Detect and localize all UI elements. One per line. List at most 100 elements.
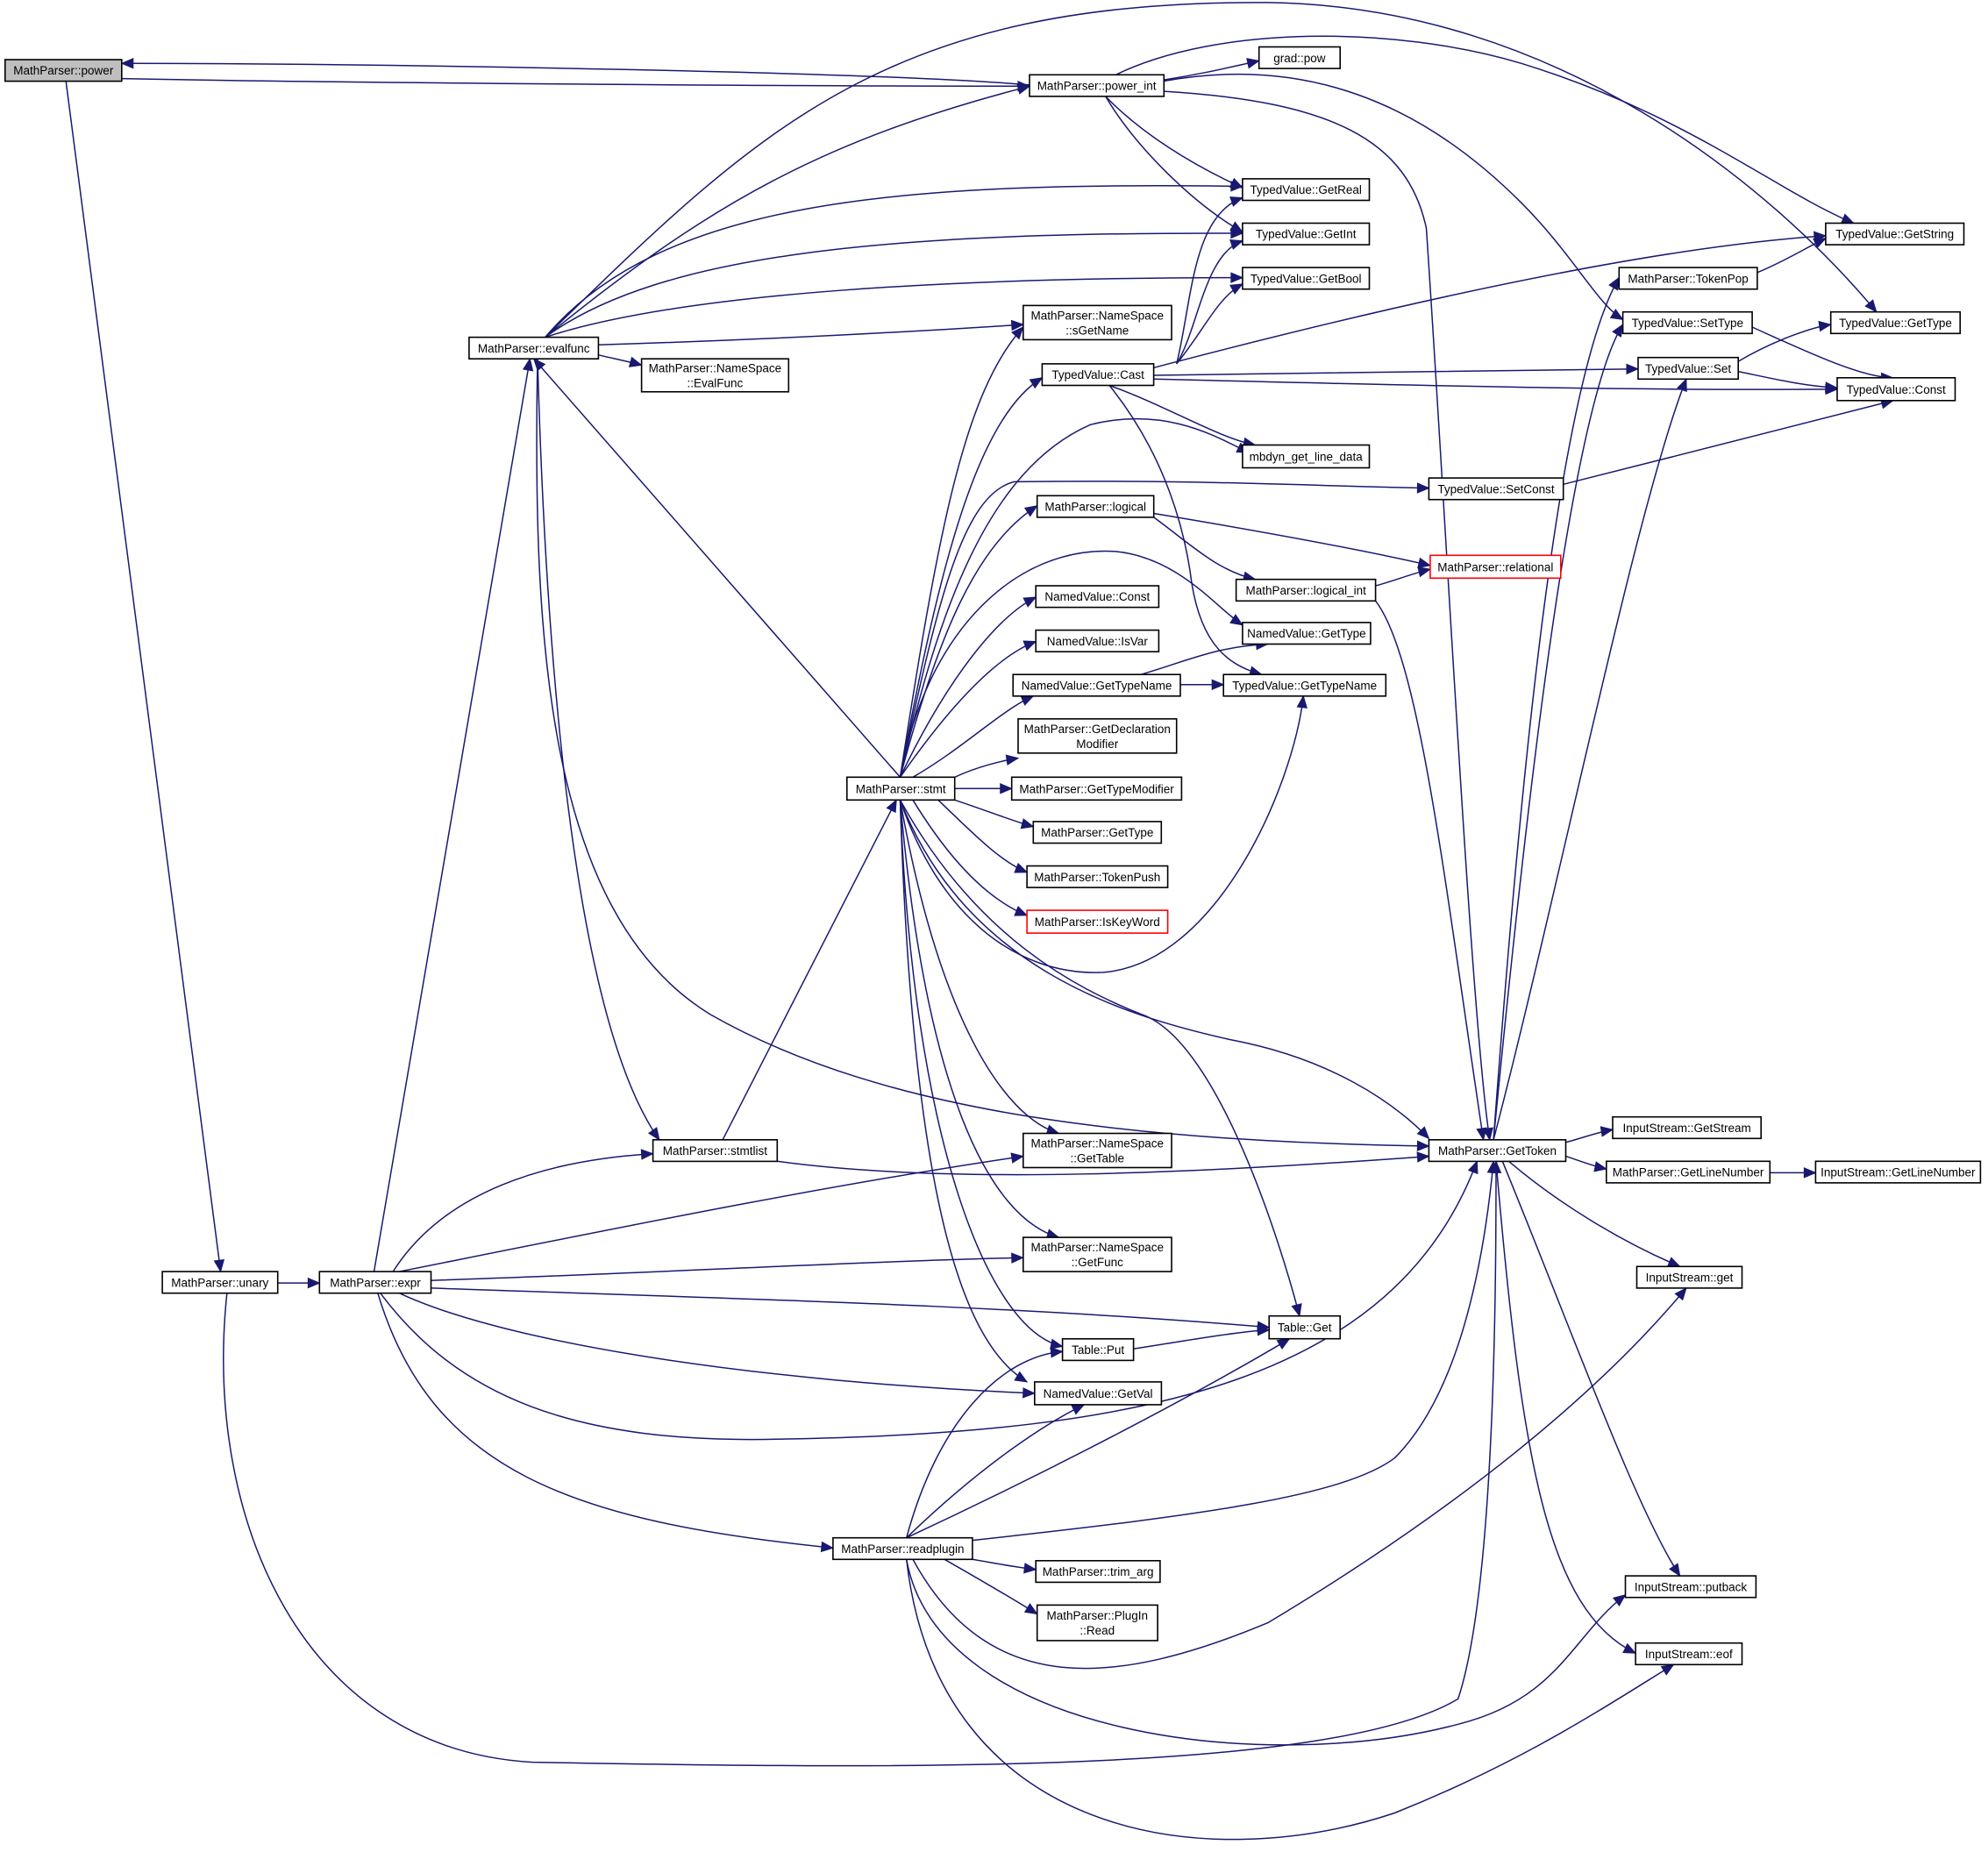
node-GetToken[interactable]: MathParser::GetToken [1428,1139,1567,1163]
node-box[interactable] [1635,1265,1743,1289]
node-TVSet[interactable]: TypedValue::Set [1637,356,1739,381]
node-sGetName[interactable]: MathParser::NameSpace::sGetName [1023,304,1172,341]
node-stmt[interactable]: MathParser::stmt [845,776,956,801]
node-box[interactable] [1621,310,1753,335]
node-TVGetType[interactable]: TypedValue::GetType [1829,310,1961,335]
node-box[interactable] [468,336,600,360]
node-box[interactable] [1029,74,1165,97]
node-box[interactable] [1258,46,1341,69]
node-box[interactable] [1618,267,1758,290]
node-TableGet[interactable]: Table::Get [1268,1314,1341,1340]
node-box[interactable] [1836,376,1956,402]
node-NVGetTypeName[interactable]: NamedValue::GetTypeName [1012,673,1181,697]
node-box[interactable] [1624,1575,1757,1599]
node-evalfunc[interactable]: MathParser::evalfunc [468,336,600,360]
node-box[interactable] [1814,1160,1982,1184]
node-box[interactable] [1612,1115,1762,1140]
node-box[interactable] [1428,1139,1567,1163]
node-box[interactable] [1825,222,1965,246]
node-MPGetLineNumber[interactable]: MathParser::GetLineNumber [1606,1160,1771,1184]
node-box[interactable] [845,776,956,801]
node-ISGetLineNumber[interactable]: InputStream::GetLineNumber [1814,1160,1982,1184]
node-box[interactable] [1032,821,1163,844]
node-box[interactable] [1606,1160,1771,1184]
node-box[interactable] [1036,495,1155,518]
node-trim_arg[interactable]: MathParser::trim_arg [1035,1560,1161,1584]
node-ISget[interactable]: InputStream::get [1635,1265,1743,1289]
node-logical[interactable]: MathParser::logical [1036,495,1155,518]
node-box[interactable] [1035,629,1160,652]
node-EvalFunc[interactable]: MathParser::NameSpace::EvalFunc [640,358,790,393]
node-box[interactable] [1242,622,1372,645]
node-box[interactable] [1023,304,1172,341]
node-SetConst[interactable]: TypedValue::SetConst [1428,477,1564,501]
node-box[interactable] [1035,1560,1161,1584]
node-box[interactable] [640,358,790,393]
node-TokenPush[interactable]: MathParser::TokenPush [1026,865,1169,888]
node-box[interactable] [1428,477,1564,501]
node-box[interactable] [318,1271,432,1294]
node-box[interactable] [1026,909,1169,934]
node-box[interactable] [1036,1604,1158,1642]
node-Cast[interactable]: TypedValue::Cast [1041,363,1155,387]
node-eof[interactable]: InputStream::eof [1635,1642,1743,1666]
node-readplugin[interactable]: MathParser::readplugin [832,1536,973,1561]
node-box[interactable] [1010,776,1183,801]
node-box[interactable] [1637,356,1739,381]
node-GetInt[interactable]: TypedValue::GetInt [1242,222,1371,246]
node-GetTypeModifier[interactable]: MathParser::GetTypeModifier [1010,776,1183,801]
node-box[interactable] [1635,1642,1743,1666]
node-box[interactable] [1012,673,1181,697]
node-NVGetType[interactable]: NamedValue::GetType [1242,622,1372,645]
node-box[interactable] [161,1271,279,1294]
node-box[interactable] [1035,585,1160,609]
node-relational[interactable]: MathParser::relational [1429,554,1562,580]
node-box[interactable] [1026,865,1169,888]
node-TokenPop[interactable]: MathParser::TokenPop [1618,267,1758,290]
node-box[interactable] [1268,1314,1341,1340]
node-TablePut[interactable]: Table::Put [1061,1338,1135,1362]
node-IsKeyWord[interactable]: MathParser::IsKeyWord [1026,909,1169,934]
node-box[interactable] [1023,1236,1172,1272]
node-unary[interactable]: MathParser::unary [161,1271,279,1294]
node-box[interactable] [1429,554,1562,580]
node-TVGetTypeName[interactable]: TypedValue::GetTypeName [1222,673,1387,697]
node-GetTable[interactable]: MathParser::NameSpace::GetTable [1023,1132,1172,1169]
node-GetReal[interactable]: TypedValue::GetReal [1242,178,1371,202]
node-putback[interactable]: InputStream::putback [1624,1575,1757,1599]
node-box[interactable] [1222,673,1387,697]
node-NVConst[interactable]: NamedValue::Const [1035,585,1160,609]
node-GetString[interactable]: TypedValue::GetString [1825,222,1965,246]
node-NVGetVal[interactable]: NamedValue::GetVal [1034,1381,1163,1406]
node-box[interactable] [1061,1338,1135,1362]
node-box[interactable] [1242,222,1371,246]
node-logical_int[interactable]: MathParser::logical_int [1235,578,1377,602]
node-box[interactable] [652,1139,779,1163]
node-GetFunc[interactable]: MathParser::NameSpace::GetFunc [1023,1236,1172,1272]
node-power_int[interactable]: MathParser::power_int [1029,74,1165,97]
node-NVIsVar[interactable]: NamedValue::IsVar [1035,629,1160,652]
node-PlugInRead[interactable]: MathParser::PlugIn::Read [1036,1604,1158,1642]
node-box[interactable] [1017,717,1178,754]
node-expr[interactable]: MathParser::expr [318,1271,432,1294]
node-box[interactable] [1242,267,1371,290]
node-TVConst[interactable]: TypedValue::Const [1836,376,1956,402]
node-stmtlist[interactable]: MathParser::stmtlist [652,1139,779,1163]
node-box[interactable] [1041,363,1155,387]
node-box[interactable] [4,59,123,82]
node-box[interactable] [1034,1381,1163,1406]
node-GetBool[interactable]: TypedValue::GetBool [1242,267,1371,290]
node-box[interactable] [832,1536,973,1561]
node-SetType[interactable]: TypedValue::SetType [1621,310,1753,335]
node-box[interactable] [1235,578,1377,602]
node-power[interactable]: MathParser::power [4,59,123,82]
node-box[interactable] [1242,444,1371,469]
node-box[interactable] [1829,310,1961,335]
node-mbdyn[interactable]: mbdyn_get_line_data [1242,444,1371,469]
node-GetStream[interactable]: InputStream::GetStream [1612,1115,1762,1140]
node-box[interactable] [1023,1132,1172,1169]
node-gradpow[interactable]: grad::pow [1258,46,1341,69]
node-MPGetType[interactable]: MathParser::GetType [1032,821,1163,844]
node-box[interactable] [1242,178,1371,202]
